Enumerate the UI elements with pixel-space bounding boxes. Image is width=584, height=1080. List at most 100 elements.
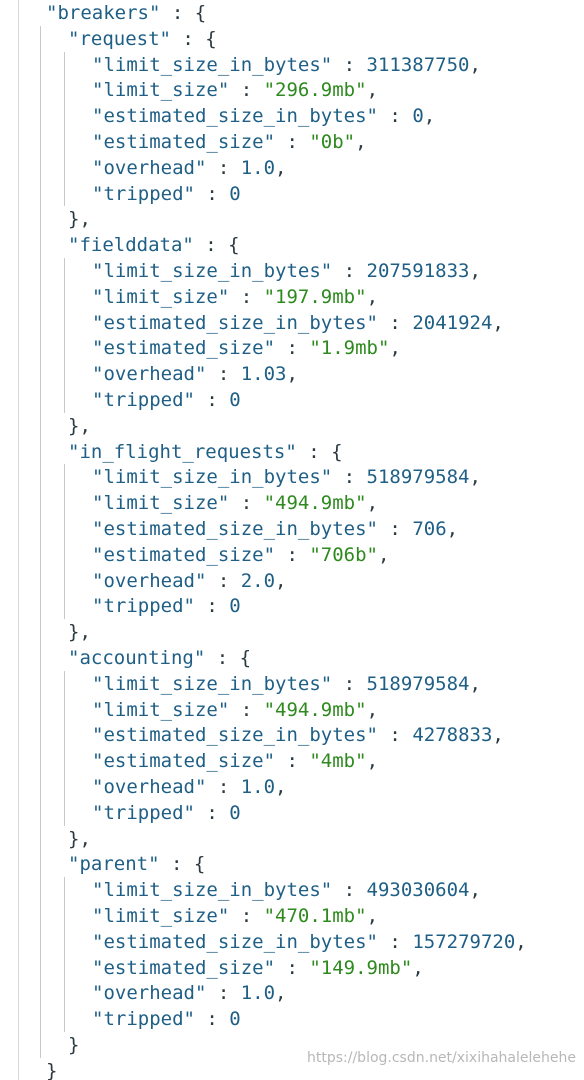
entry-key: "limit_size" (92, 285, 230, 308)
watermark: https://blog.csdn.net/xixihahalelehehe (307, 1050, 576, 1066)
entry-line: "estimated_size_in_bytes" : 706, (92, 518, 459, 540)
group-key: "request" (68, 27, 171, 50)
entry-key: "limit_size_in_bytes" (92, 466, 333, 489)
entry-value-string: "296.9mb" (263, 79, 367, 102)
group-key: "accounting" (68, 647, 206, 669)
indent-guide (64, 670, 65, 826)
entry-line: "limit_size" : "197.9mb", (92, 285, 379, 308)
entry-key: "estimated_size_in_bytes" (92, 930, 378, 953)
entry-line: "estimated_size_in_bytes" : 157279720, (92, 930, 527, 953)
entry-key: "limit_size_in_bytes" (92, 260, 333, 282)
entry-value-number: 0 (229, 595, 241, 618)
entry-value-number: 207591833 (366, 260, 470, 282)
entry-value-number: 2.0 (240, 569, 276, 592)
entry-key: "estimated_size_in_bytes" (92, 724, 378, 747)
breakers-open-line: "breakers" : { (46, 2, 207, 24)
breakers-key: "breakers" (46, 2, 161, 24)
entry-key: "limit_size" (92, 698, 230, 721)
entry-value-number: 0 (229, 1008, 241, 1031)
entry-line: "estimated_size" : "149.9mb", (92, 956, 424, 979)
entry-value-string: "4mb" (309, 750, 367, 773)
entry-value-string: "0b" (309, 131, 356, 153)
entry-key: "tripped" (92, 182, 195, 205)
entry-line: "estimated_size" : "706b", (92, 543, 390, 566)
group-open-line: "parent" : { (68, 853, 206, 876)
entry-key: "overhead" (92, 776, 207, 798)
entry-value-string: "1.9mb" (309, 337, 390, 360)
entry-value-number: 518979584 (366, 672, 470, 695)
entry-value-string: "494.9mb" (263, 698, 367, 721)
entry-key: "estimated_size" (92, 337, 276, 360)
entry-value-number: 0 (412, 105, 424, 128)
entry-value-string: "494.9mb" (263, 492, 367, 515)
entry-line: "overhead" : 2.0, (92, 569, 287, 592)
entry-value-number: 706 (412, 518, 447, 540)
entry-line: "limit_size" : "470.1mb", (92, 905, 379, 927)
entry-value-string: "149.9mb" (309, 956, 413, 979)
entry-line: "tripped" : 0 (92, 801, 241, 824)
entry-line: "limit_size_in_bytes" : 493030604, (92, 879, 481, 902)
group-key: "parent" (68, 853, 160, 876)
entry-value-string: "197.9mb" (263, 285, 367, 308)
entry-line: "tripped" : 0 (92, 389, 241, 411)
entry-key: "tripped" (92, 595, 195, 618)
entry-line: "limit_size_in_bytes" : 311387750, (92, 53, 481, 76)
entry-value-number: 2041924 (412, 311, 493, 334)
entry-line: "estimated_size_in_bytes" : 0, (92, 105, 436, 128)
entry-line: "estimated_size" : "0b", (92, 131, 367, 153)
group-close-line: }, (68, 827, 91, 850)
group-close-line: }, (68, 208, 91, 231)
entry-key: "limit_size_in_bytes" (92, 53, 333, 76)
entry-value-number: 0 (229, 389, 241, 411)
group-open-line: "in_flight_requests" : { (68, 440, 343, 463)
entry-line: "overhead" : 1.03, (92, 363, 298, 386)
entry-key: "tripped" (92, 1008, 195, 1031)
entry-key: "limit_size" (92, 905, 230, 927)
entry-value-string: "706b" (309, 543, 378, 566)
entry-key: "overhead" (92, 982, 207, 1005)
entry-key: "tripped" (92, 389, 195, 411)
entry-key: "estimated_size" (92, 543, 276, 566)
entry-value-number: 1.0 (240, 156, 276, 179)
entry-value-number: 311387750 (366, 53, 470, 76)
group-key: "in_flight_requests" (68, 440, 297, 463)
entry-key: "overhead" (92, 156, 207, 179)
indent-guide (64, 877, 65, 1032)
entry-line: "overhead" : 1.0, (92, 982, 287, 1005)
entry-value-string: "470.1mb" (263, 905, 367, 927)
entry-key: "estimated_size" (92, 956, 276, 979)
entry-key: "estimated_size_in_bytes" (92, 311, 378, 334)
entry-key: "estimated_size" (92, 131, 276, 153)
entry-key: "limit_size_in_bytes" (92, 879, 333, 902)
group-open-line: "request" : { (68, 27, 217, 50)
entry-line: "overhead" : 1.0, (92, 156, 287, 179)
entry-line: "tripped" : 0 (92, 595, 241, 618)
group-open-line: "accounting" : { (68, 647, 252, 669)
entry-key: "limit_size" (92, 79, 230, 102)
entry-key: "estimated_size_in_bytes" (92, 518, 378, 540)
entry-line: "estimated_size_in_bytes" : 4278833, (92, 724, 504, 747)
entry-value-number: 157279720 (412, 930, 516, 953)
group-close-line: } (68, 1034, 80, 1056)
entry-key: "estimated_size" (92, 750, 276, 773)
entry-value-number: 0 (229, 182, 241, 205)
entry-line: "estimated_size" : "1.9mb", (92, 337, 401, 360)
entry-line: "estimated_size_in_bytes" : 2041924, (92, 311, 504, 334)
entry-line: "limit_size" : "494.9mb", (92, 698, 379, 721)
entry-key: "limit_size" (92, 492, 230, 515)
entry-line: "limit_size_in_bytes" : 518979584, (92, 466, 481, 489)
entry-line: "limit_size" : "296.9mb", (92, 79, 379, 102)
entry-value-number: 1.03 (240, 363, 287, 386)
entry-key: "limit_size_in_bytes" (92, 672, 333, 695)
entry-key: "estimated_size_in_bytes" (92, 105, 378, 128)
entry-line: "tripped" : 0 (92, 1008, 241, 1031)
entry-key: "tripped" (92, 801, 195, 824)
indent-guide (64, 51, 65, 207)
entry-key: "overhead" (92, 569, 207, 592)
group-close-line: }, (68, 621, 91, 644)
entry-line: "estimated_size" : "4mb", (92, 750, 379, 773)
breakers-close-line: } (46, 1059, 58, 1080)
entry-line: "tripped" : 0 (92, 182, 241, 205)
group-close-line: }, (68, 414, 91, 437)
